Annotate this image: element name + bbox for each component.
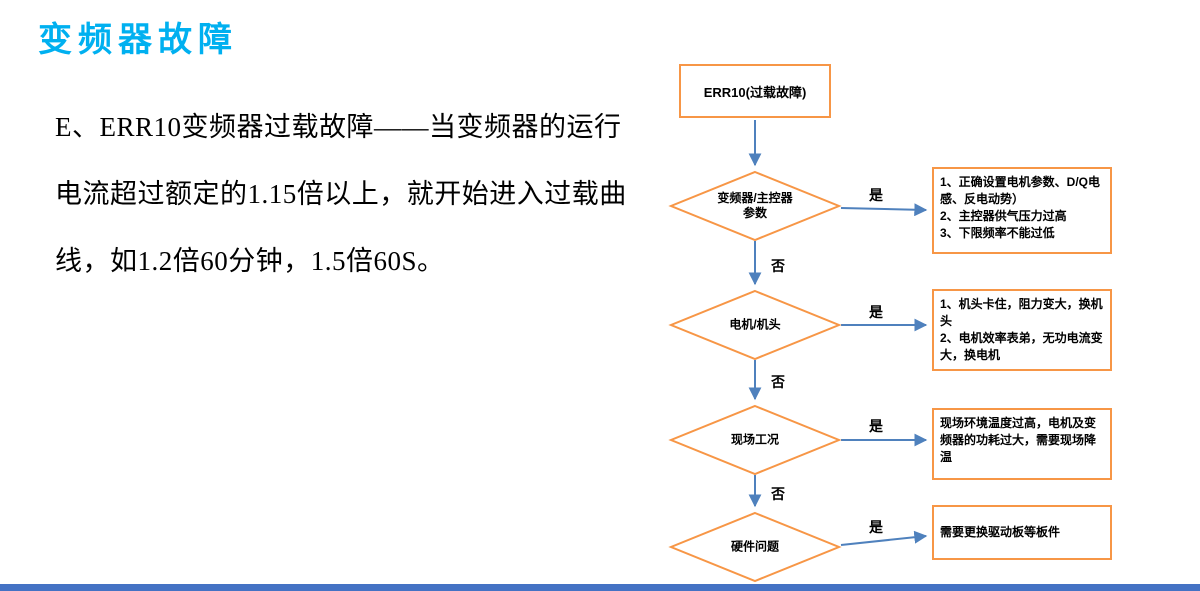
page-title: 变频器故障	[38, 21, 238, 59]
arrow-cond4-yes	[840, 530, 928, 546]
flow-result-3: 现场环境温度过高，电机及变频器的功耗过大，需要现场降温	[932, 408, 1112, 480]
flow-condition-1: 变频器/主控器参数	[717, 191, 793, 220]
edge-label-yes-3: 是	[869, 418, 883, 434]
flow-result-2: 1、机头卡住，阻力变大，换机头 2、电机效率表弟，无功电流变大，换电机	[932, 289, 1112, 371]
edge-label-yes-2: 是	[869, 304, 883, 320]
edge-label-no-1: 否	[771, 258, 785, 274]
flow-decision-shapes	[668, 170, 842, 583]
flow-result-1: 1、正确设置电机参数、D/Q电感、反电动势） 2、主控器供气压力过高 3、下限频…	[932, 167, 1112, 254]
flow-condition-4: 硬件问题	[730, 539, 779, 554]
edge-label-yes-4: 是	[869, 519, 883, 535]
description-text: E、ERR10变频器过载故障——当变频器的运行电流超过额定的1.15倍以上，就开…	[55, 112, 627, 276]
diamond-cond2-shape	[668, 289, 842, 361]
arrow-cond1-yes	[840, 203, 928, 217]
edge-label-no-2: 否	[771, 374, 785, 390]
flow-start-node: ERR10(过载故障)	[679, 64, 831, 118]
flow-condition-3: 现场工况	[730, 432, 779, 447]
diamond-cond1-shape	[668, 170, 842, 242]
diamond-cond3-shape	[668, 404, 842, 476]
bottom-accent-bar	[0, 584, 1200, 591]
edge-label-yes-1: 是	[869, 187, 883, 203]
flow-result-4: 需要更换驱动板等板件	[932, 505, 1112, 560]
flow-connectors	[748, 120, 928, 546]
diamond-cond4-shape	[668, 511, 842, 583]
flow-condition-2: 电机/机头	[729, 317, 781, 332]
edge-label-no-3: 否	[771, 486, 785, 502]
